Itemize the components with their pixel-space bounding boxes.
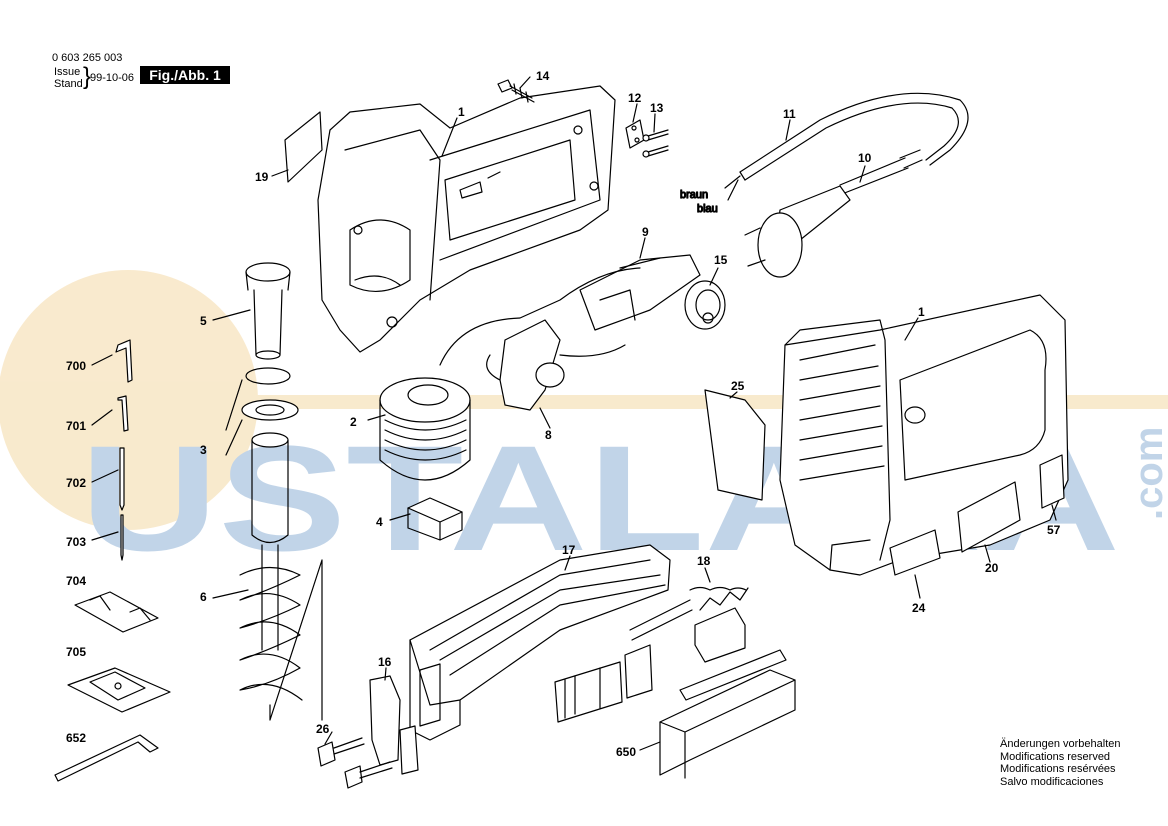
notice-line-en: Modifications reserved [1000,750,1111,763]
stand-label: Stand [54,78,83,90]
callout-15: 15 [714,253,728,267]
plate-705 [67,667,171,713]
staple-700 [115,339,133,383]
label-plate-19 [284,111,323,183]
notice-line-es: Salvo modificaciones [1000,775,1104,788]
magazine-17 [409,544,671,741]
issue-label: Issue [54,66,81,78]
trigger-8 [499,319,565,411]
leader-lines [225,379,323,721]
callout-19: 19 [255,170,269,184]
label-plate-25 [704,389,766,501]
part-number: 0 603 265 003 [52,52,123,64]
callout-16: 16 [378,655,392,669]
screw-14 [497,79,535,103]
wiring [439,267,641,366]
staple-701 [117,395,129,432]
wire-label-blue: blau [697,203,718,215]
rail-650 [659,649,796,779]
callout-17: 17 [562,543,576,557]
callout-2: 2 [350,415,357,429]
callout-1: 1 [458,105,465,119]
feeder-parts [554,586,747,723]
callout-9: 9 [642,225,649,239]
plate-16 [369,675,419,775]
callout-13: 13 [650,101,664,115]
nail-702 [119,447,125,511]
callout-18: 18 [697,554,711,568]
housing-half-left [317,85,616,353]
watermark-suffix: .com [1127,427,1168,520]
rings-3 [241,367,299,421]
brace-glyph: } [83,63,92,90]
callout-26: 26 [316,722,330,736]
callout-25: 25 [731,379,745,393]
block-4 [407,497,463,541]
callout-11: 11 [783,107,796,121]
callout-10: 10 [858,151,872,165]
cable-11 [724,92,969,201]
callouts: 1 1 2 3 4 5 6 8 9 10 11 12 13 14 15 16 1… [66,69,1061,759]
notice-line-fr: Modifications resérvées [1000,763,1116,775]
plunger-6 [239,432,303,701]
callout-652: 652 [66,731,86,745]
label-plate-57 [1039,454,1065,509]
modification-notice: Änderungen vorbehalten Modifications res… [1000,738,1120,788]
solenoid-coil-2 [379,377,471,481]
figure-label: Fig./Abb. 1 [140,66,230,84]
callout-701: 701 [66,419,86,433]
callout-1: 1 [918,305,925,319]
spring-slider-18 [694,587,749,663]
screws-13 [642,129,669,158]
switch-9 [579,254,701,331]
callout-12: 12 [628,91,642,105]
clip-12 [625,119,645,149]
pin-703 [120,514,124,561]
callout-3: 3 [200,443,207,457]
callout-702: 702 [66,476,86,490]
plate-704 [74,591,159,633]
callout-57: 57 [1047,523,1061,537]
notice-line-de: Änderungen vorbehalten [1000,738,1121,750]
callout-14: 14 [536,69,550,83]
callout-705: 705 [66,645,86,659]
callout-650: 650 [616,745,636,759]
label-plate-20 [957,481,1021,553]
callout-20: 20 [985,561,999,575]
callout-24: 24 [912,601,926,615]
callout-703: 703 [66,535,86,549]
label-plate-24 [889,529,941,576]
screws-26 [317,737,393,789]
wire-label-brown: braun [680,189,708,201]
control-wheel-15 [684,280,726,330]
callout-8: 8 [545,428,552,442]
power-plug-10 [744,149,923,278]
sleeve-5 [245,262,291,360]
issue-date: 99-10-06 [90,72,135,84]
callout-704: 704 [66,574,86,588]
callout-700: 700 [66,359,86,373]
callout-4: 4 [376,515,383,529]
callout-5: 5 [200,314,207,328]
callout-6: 6 [200,590,207,604]
hex-key-652 [54,734,159,782]
